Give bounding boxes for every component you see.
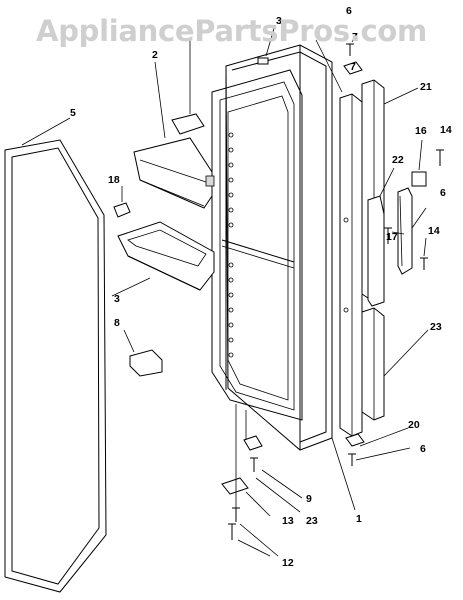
- callout-11: 9: [306, 493, 312, 505]
- callout-9: 7: [350, 61, 356, 73]
- callout-7-top: 6: [346, 5, 352, 17]
- callout-23: 23: [430, 321, 442, 333]
- callout-7: 6: [420, 443, 426, 455]
- callout-1: 1: [356, 513, 362, 525]
- callout-9-top: 7: [352, 31, 358, 43]
- callout-22: 22: [392, 154, 404, 166]
- callout-14: 14: [428, 225, 440, 237]
- callout-12: 12: [282, 557, 294, 569]
- liner-dimples: [228, 132, 234, 358]
- hinge-channel: [315, 39, 363, 437]
- callout-16: 16: [415, 125, 427, 137]
- callout-labels: 3 6 7 7 2 5 21 16 14 22 18 6 17 14 3 8 2…: [70, 5, 452, 569]
- door-gasket: [4, 117, 107, 593]
- callout-6: 6: [440, 187, 446, 199]
- callout-13: 13: [282, 515, 294, 527]
- callout-5: 5: [70, 107, 76, 119]
- callout-24: 23: [306, 515, 318, 527]
- callout-20: 20: [408, 419, 420, 431]
- handle-end-cap: [411, 139, 427, 187]
- callout-14-top: 14: [440, 124, 452, 136]
- callout-4: 3: [276, 15, 282, 27]
- callout-18: 18: [108, 174, 120, 186]
- door-handle: [397, 187, 427, 275]
- callout-3: 3: [114, 293, 120, 305]
- callout-21: 21: [420, 81, 432, 93]
- callout-8: 8: [114, 317, 120, 329]
- hinge-pins: [343, 61, 365, 447]
- bracket-part: [113, 186, 131, 218]
- small-clips: [351, 33, 427, 257]
- hinge-clip: [123, 329, 163, 377]
- door-bin: [111, 221, 215, 297]
- bin-cover: [133, 61, 215, 209]
- callout-2: 2: [152, 49, 158, 61]
- door-panel: [211, 44, 356, 511]
- handle-bracket: [367, 167, 395, 307]
- callout-17: 17: [386, 231, 398, 243]
- trim-strip-lower: [361, 307, 429, 421]
- lower-hinge-parts: [221, 404, 411, 557]
- cap-part: [171, 40, 205, 135]
- screws: [228, 43, 444, 540]
- clip-part: [257, 24, 276, 65]
